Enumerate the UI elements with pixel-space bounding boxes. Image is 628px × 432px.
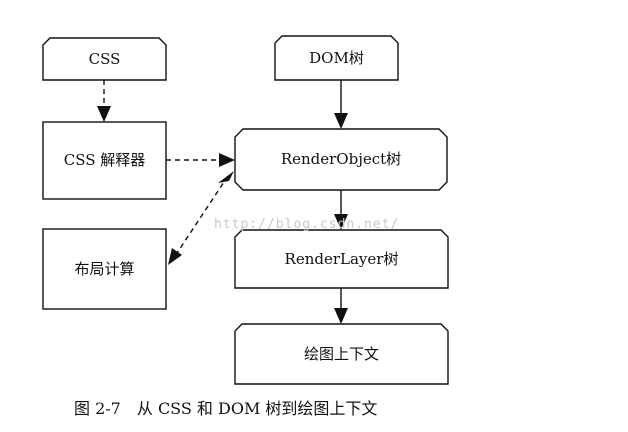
edge-interpreter-to-render-object (166, 153, 235, 167)
edge-render-layer-to-graphics-context (334, 288, 348, 324)
render-object-tree-node-label: RenderObject树 (281, 150, 401, 168)
graphics-context-node-label: 绘图上下文 (304, 345, 379, 363)
render-layer-tree-node: RenderLayer树 (234, 229, 449, 289)
figure-caption: 图 2-7 从 CSS 和 DOM 树到绘图上下文 (74, 399, 377, 418)
edge-layout-to-render-object (218, 171, 234, 183)
css-interpreter-node-label: CSS 解释器 (64, 151, 146, 169)
edge-dom-to-render-object (334, 80, 348, 129)
layout-calculation-node: 布局计算 (42, 228, 167, 310)
css-node: CSS (42, 37, 167, 81)
render-layer-tree-node-label: RenderLayer树 (285, 250, 399, 268)
dom-tree-node-label: DOM树 (309, 49, 364, 67)
css-interpreter-node: CSS 解释器 (42, 121, 167, 200)
edge-render-object-to-layout (168, 175, 229, 265)
graphics-context-node: 绘图上下文 (234, 323, 449, 385)
dom-tree-node: DOM树 (274, 35, 399, 81)
layout-calculation-node-label: 布局计算 (74, 260, 134, 278)
edge-render-object-to-render-layer (334, 190, 348, 230)
watermark-url: http://blog.csdn.net/ (214, 217, 399, 232)
css-node-label: CSS (89, 50, 121, 68)
render-object-tree-node: RenderObject树 (234, 128, 448, 191)
edge-css-to-interpreter (97, 80, 111, 122)
